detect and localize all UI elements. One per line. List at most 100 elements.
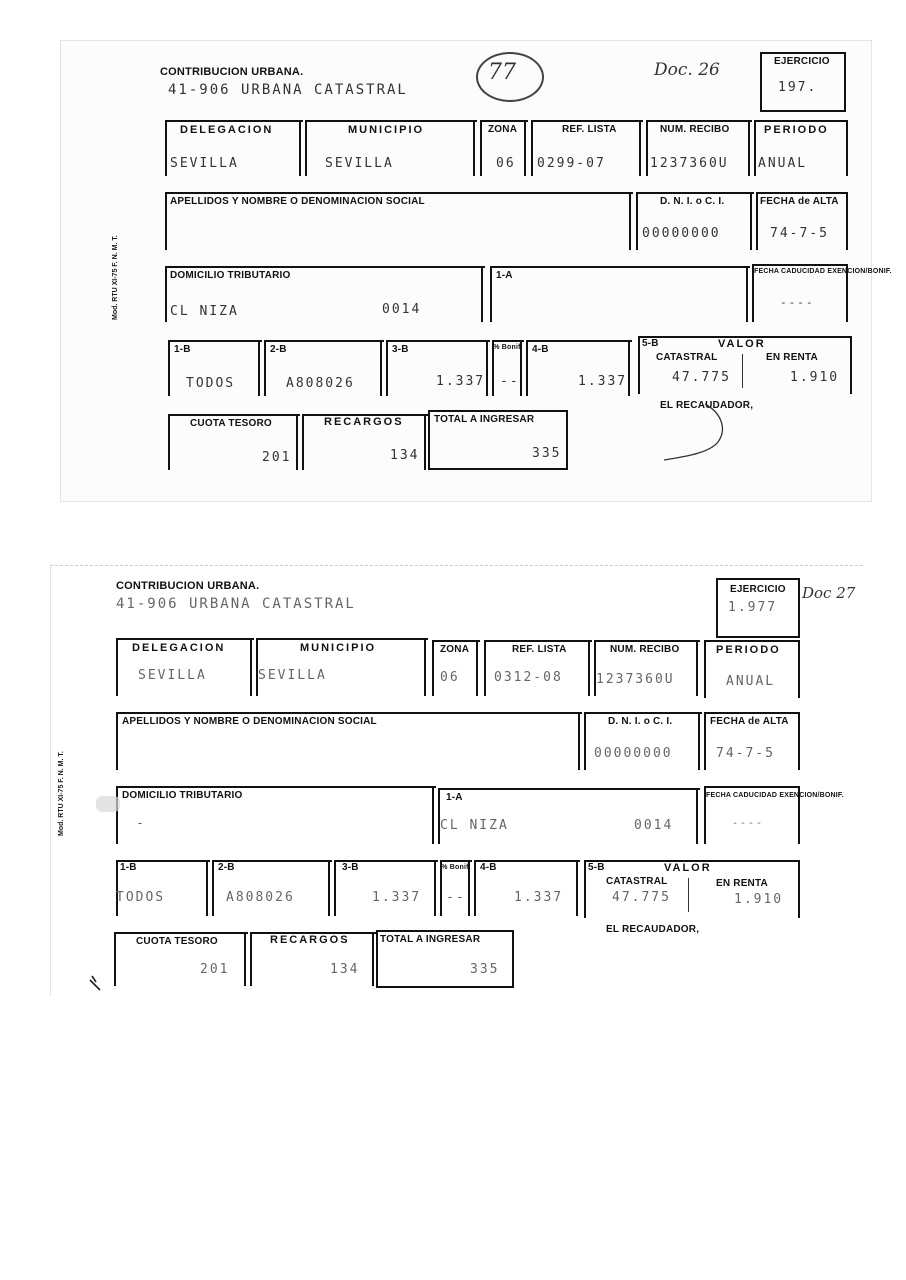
delegacion-value: SEVILLA — [170, 156, 239, 171]
divider — [258, 340, 260, 396]
b5-box — [638, 336, 852, 394]
divider — [250, 638, 252, 696]
fecha-alta-label: FECHA de ALTA — [710, 716, 789, 727]
domicilio-label: DOMICILIO TRIBUTARIO — [170, 270, 291, 281]
recargos-value: 134 — [330, 962, 360, 977]
divider — [696, 788, 698, 844]
divider — [639, 120, 641, 176]
ejercicio-label: EJERCICIO — [774, 56, 830, 67]
dni-value: 00000000 — [594, 746, 673, 761]
bonif-value: -- — [446, 890, 466, 905]
ref-lista-label: REF. LISTA — [512, 644, 567, 655]
total-label: TOTAL A INGRESAR — [380, 934, 481, 945]
b2-box — [264, 340, 384, 396]
recargos-value: 134 — [390, 448, 420, 463]
ref-lista-label: REF. LISTA — [562, 124, 617, 135]
ref-lista-value: 0299-07 — [537, 156, 606, 171]
num-recibo-value: 1237360U — [596, 672, 675, 687]
catastral-value: 47.775 — [612, 890, 671, 905]
b1-label: 1-B — [120, 862, 137, 873]
en-renta-label: EN RENTA — [716, 878, 768, 889]
b2-label: 2-B — [218, 862, 235, 873]
bonif-box — [440, 860, 472, 916]
municipio-value: SEVILLA — [325, 156, 394, 171]
num-recibo-value: 1237360U — [650, 156, 729, 171]
en-renta-value: 1.910 — [734, 892, 784, 907]
recargos-box — [302, 414, 428, 470]
zona-box — [432, 640, 480, 696]
caducidad-label: FECHA CADUCIDAD EXENCION/BONIF. — [754, 268, 892, 275]
b3-value: 1.337 — [372, 890, 422, 905]
fecha-alta-box — [756, 192, 848, 250]
divider — [244, 932, 246, 986]
municipio-box — [256, 638, 428, 696]
zona-label: ZONA — [488, 124, 518, 135]
divider — [486, 340, 488, 396]
divider — [380, 340, 382, 396]
b1-box — [168, 340, 262, 396]
num-recibo-label: NUM. RECIBO — [660, 124, 730, 135]
bonif-box — [492, 340, 524, 396]
fecha-alta-label: FECHA de ALTA — [760, 196, 839, 207]
divider — [206, 860, 208, 916]
b5-label: 5-B — [588, 862, 605, 873]
ejercicio-box — [760, 52, 846, 112]
bonif-label: % Bonif. — [441, 864, 471, 871]
divider — [576, 860, 578, 916]
total-box — [376, 930, 514, 988]
municipio-label: MUNICIPIO — [300, 642, 377, 654]
divider — [468, 860, 470, 916]
b3-label: 3-B — [392, 344, 409, 355]
divider — [628, 340, 630, 396]
divider — [372, 932, 374, 986]
fecha-alta-value: 74-7-5 — [716, 746, 775, 761]
dni-value: 00000000 — [642, 226, 721, 241]
divider — [520, 340, 522, 396]
pen-mark — [89, 975, 101, 991]
caducidad-label: FECHA CADUCIDAD EXENCION/BONIF. — [706, 792, 844, 799]
divider — [629, 192, 631, 250]
valor-label: VALOR — [718, 338, 766, 350]
divider — [481, 266, 483, 322]
domicilio-value: - — [136, 816, 146, 831]
domicilio-value: CL NIZA — [170, 304, 239, 319]
domicilio-box — [116, 786, 436, 844]
catastral-value: 47.775 — [672, 370, 731, 385]
b2-value: A808026 — [286, 376, 355, 391]
b4-box — [526, 340, 632, 396]
receipt-1 — [60, 40, 872, 502]
catastral-label: CATASTRAL — [606, 876, 668, 887]
cuota-label: CUOTA TESORO — [190, 418, 272, 429]
form-title: CONTRIBUCION URBANA. — [116, 580, 260, 592]
recargos-box — [250, 932, 376, 986]
periodo-label: PERIODO — [764, 124, 829, 136]
municipio-value: SEVILLA — [258, 668, 327, 683]
divider — [746, 266, 748, 322]
divider — [698, 712, 700, 770]
divider — [473, 120, 475, 176]
total-box — [428, 410, 568, 470]
divider — [578, 712, 580, 770]
divider — [742, 354, 743, 388]
caducidad-box — [752, 264, 848, 322]
delegacion-box — [116, 638, 254, 696]
domicilio-number: 0014 — [382, 302, 422, 317]
circled-number: 77 — [488, 60, 516, 85]
ejercicio-value: 1.977 — [728, 600, 778, 615]
ejercicio-value: 197. — [778, 80, 818, 95]
form-model-label: Mod. RTU XI-75 F. N. M. T. — [58, 751, 65, 836]
valor-label: VALOR — [664, 862, 712, 874]
a1-box — [438, 788, 700, 844]
en-renta-label: EN RENTA — [766, 352, 818, 363]
catastral-label: CATASTRAL — [656, 352, 718, 363]
ref-lista-box — [531, 120, 643, 176]
total-value: 335 — [470, 962, 500, 977]
recaudador-signature — [663, 403, 723, 461]
b1-value: TODOS — [116, 890, 166, 905]
cuota-value: 201 — [200, 962, 230, 977]
b4-label: 4-B — [532, 344, 549, 355]
doc-reference: Doc. 26 — [654, 60, 720, 80]
form-model-label: Mod. RTU XI-75 F. N. M. T. — [112, 235, 119, 320]
periodo-box — [754, 120, 848, 176]
doc-reference: Doc 27 — [802, 584, 856, 602]
